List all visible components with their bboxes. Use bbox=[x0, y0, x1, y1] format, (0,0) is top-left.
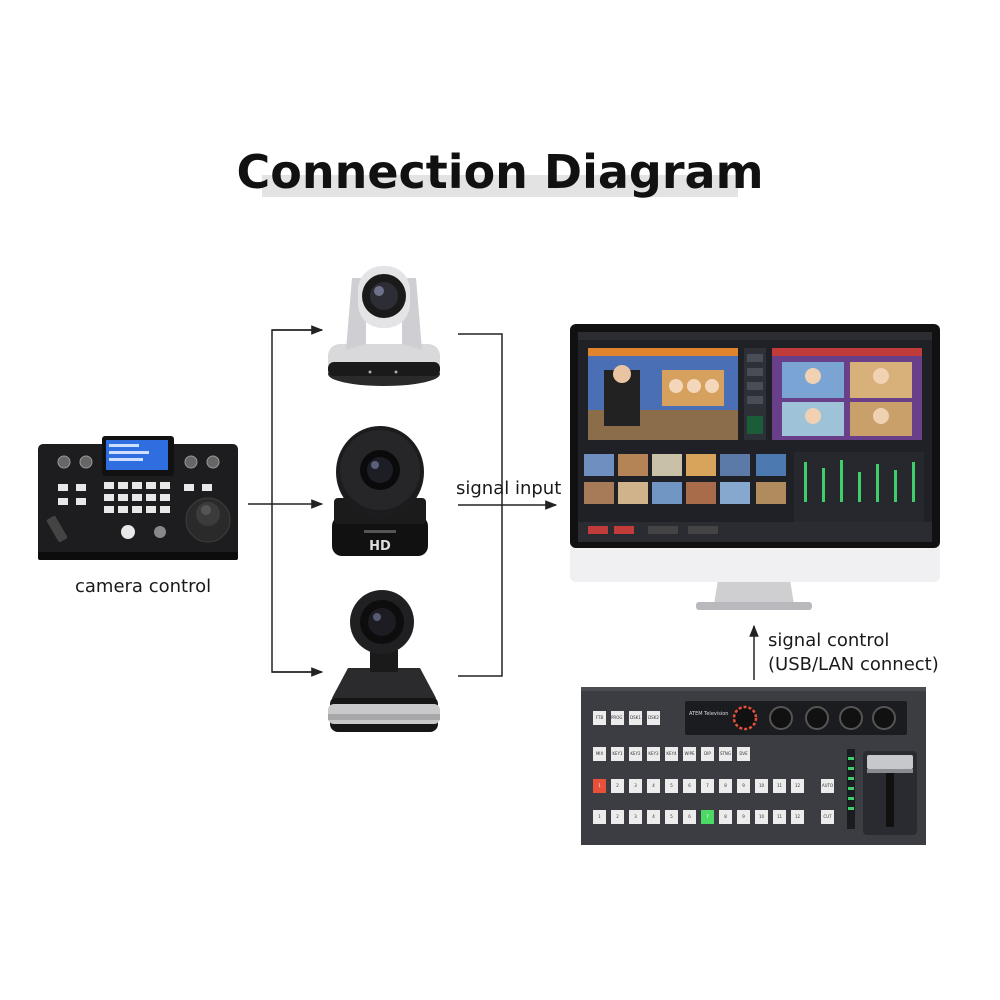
switcher-row1: FTB PROG TRANS DSK1 DSK2 bbox=[593, 711, 660, 725]
program-key-5[interactable]: 5 bbox=[665, 779, 678, 793]
program-key-2[interactable]: 2 bbox=[611, 779, 624, 793]
preview-key-8[interactable]: 8 bbox=[719, 810, 732, 824]
program-key-3[interactable]: 3 bbox=[629, 779, 642, 793]
switcher-key-key4[interactable]: KEY4 bbox=[665, 747, 678, 761]
switcher-key-stng[interactable]: STNG bbox=[719, 747, 732, 761]
monitor-with-software bbox=[570, 324, 940, 610]
page-title: Connection Diagram bbox=[236, 145, 764, 199]
switcher-key-dve[interactable]: DVE bbox=[737, 747, 750, 761]
switcher-key-cut[interactable]: CUT bbox=[821, 810, 834, 824]
switcher-key-key1[interactable]: KEY1 bbox=[611, 747, 624, 761]
program-key-11[interactable]: 11 bbox=[773, 779, 786, 793]
program-key-6[interactable]: 6 bbox=[683, 779, 696, 793]
preview-key-5[interactable]: 5 bbox=[665, 810, 678, 824]
preview-key-3[interactable]: 3 bbox=[629, 810, 642, 824]
preview-key-12[interactable]: 12 bbox=[791, 810, 804, 824]
switcher-row2: MIX KEY1 KEY2 KEY3 KEY4 WIPE DIP STNG DV… bbox=[593, 747, 750, 761]
camera-controller-keyboard bbox=[38, 436, 238, 560]
camera-control-label: camera control bbox=[75, 576, 212, 597]
preview-key-9[interactable]: 9 bbox=[737, 810, 750, 824]
preview-key-4[interactable]: 4 bbox=[647, 810, 660, 824]
program-key-4[interactable]: 4 bbox=[647, 779, 660, 793]
preview-key-10[interactable]: 10 bbox=[755, 810, 768, 824]
camera-bracket-left bbox=[271, 329, 322, 673]
ptz-camera-black: HD bbox=[332, 426, 428, 556]
program-key-10[interactable]: 10 bbox=[755, 779, 768, 793]
signal-input-label: signal input bbox=[456, 478, 562, 499]
video-switcher-panel: FTB PROG TRANS DSK1 DSK2 ATEM Television… bbox=[581, 687, 926, 845]
switcher-key-auto[interactable]: AUTO bbox=[821, 779, 834, 793]
preview-key-11[interactable]: 11 bbox=[773, 810, 786, 824]
preview-key-7[interactable]: 7 bbox=[701, 810, 714, 824]
switcher-key-ftb[interactable]: FTB bbox=[593, 711, 606, 725]
switcher-key-wipe[interactable]: WIPE bbox=[683, 747, 696, 761]
preview-key-1[interactable]: 1 bbox=[593, 810, 606, 824]
preview-key-6[interactable]: 6 bbox=[683, 810, 696, 824]
program-key-8[interactable]: 8 bbox=[719, 779, 732, 793]
ptz-camera-grey bbox=[328, 590, 440, 732]
switcher-key-dsk1[interactable]: DSK1 bbox=[629, 711, 642, 725]
program-key-12[interactable]: 12 bbox=[791, 779, 804, 793]
signal-control-connect-label: (USB/LAN connect) bbox=[768, 654, 939, 675]
switcher-key-key2[interactable]: KEY2 bbox=[629, 747, 642, 761]
switcher-display-text: ATEM Television bbox=[689, 711, 729, 717]
program-key-7[interactable]: 7 bbox=[701, 779, 714, 793]
title-highlight-band bbox=[262, 175, 738, 197]
switcher-key-key3[interactable]: KEY3 bbox=[647, 747, 660, 761]
ptz-camera-white bbox=[328, 266, 440, 386]
switcher-key-prog-trans[interactable]: PROG TRANS bbox=[611, 711, 624, 725]
signal-control-label: signal control bbox=[768, 630, 890, 651]
switcher-key-dsk2[interactable]: DSK2 bbox=[647, 711, 660, 725]
program-key-1[interactable]: 1 bbox=[593, 779, 606, 793]
switcher-key-mix[interactable]: MIX bbox=[593, 747, 606, 761]
switcher-key-dip[interactable]: DIP bbox=[701, 747, 714, 761]
hd-badge: HD bbox=[369, 539, 391, 554]
preview-key-2[interactable]: 2 bbox=[611, 810, 624, 824]
program-key-9[interactable]: 9 bbox=[737, 779, 750, 793]
